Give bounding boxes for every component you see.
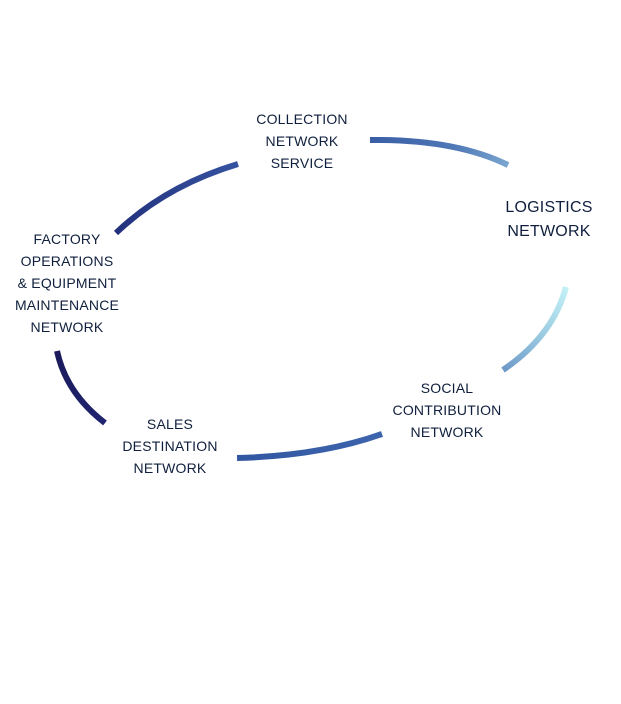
node-label-line: DESTINATION (122, 438, 218, 454)
node-label-line: NETWORK (410, 424, 484, 440)
node-label-line: COLLECTION (256, 111, 348, 127)
node-label-line: NETWORK (507, 223, 591, 240)
arc-social-to-sales (236, 431, 384, 461)
node-collection-network-service: COLLECTION NETWORK SERVICE (256, 108, 347, 174)
node-label-line: OPERATIONS (20, 253, 114, 269)
node-factory-operations-network: FACTORY OPERATIONS & EQUIPMENT MAINTENAN… (15, 228, 119, 338)
node-label-line: MAINTENANCE (14, 297, 120, 313)
arc-factory-to-collection (113, 161, 239, 236)
arc-logistics-to-social (501, 286, 569, 373)
node-label-line: SERVICE (270, 155, 334, 171)
node-label-line: SALES (146, 416, 194, 432)
node-label-line: SOCIAL (420, 380, 474, 396)
node-label-line: FACTORY (33, 231, 101, 247)
node-label-line: CONTRIBUTION (392, 402, 502, 418)
node-label-line: NETWORK (133, 460, 207, 476)
arc-collection-to-logistics (369, 136, 510, 168)
node-logistics-network: LOGISTICS NETWORK (505, 196, 592, 244)
node-social-contribution-network: SOCIAL CONTRIBUTION NETWORK (393, 377, 502, 443)
node-sales-destination-network: SALES DESTINATION NETWORK (122, 413, 217, 479)
node-label-line: NETWORK (30, 319, 104, 335)
node-label-line: NETWORK (265, 133, 339, 149)
arc-sales-to-factory (54, 350, 107, 426)
node-label-line: LOGISTICS (505, 199, 593, 216)
node-label-line: & EQUIPMENT (17, 275, 117, 291)
